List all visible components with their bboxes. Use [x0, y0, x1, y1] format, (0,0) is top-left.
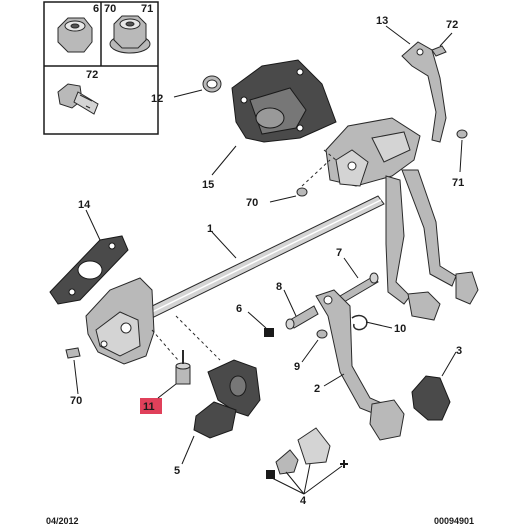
pivot-bolt-8 — [285, 305, 319, 330]
inset-label-70: 70 — [104, 3, 116, 15]
pedal-arms-upper — [385, 169, 479, 321]
callout-14: 14 — [78, 199, 91, 211]
callout-8: 8 — [276, 281, 282, 293]
callout-5: 5 — [174, 465, 180, 477]
callout-10: 10 — [394, 323, 406, 335]
callout-1: 1 — [207, 223, 213, 235]
nut-70-upper — [296, 187, 308, 197]
callout-70-upper: 70 — [246, 197, 258, 209]
washer-9 — [316, 329, 328, 339]
callout-13: 13 — [376, 15, 388, 27]
callout-11-highlight — [140, 398, 162, 414]
footer-reference: 00094901 — [434, 516, 474, 526]
bracket-13 — [401, 41, 447, 143]
inset-label-71: 71 — [141, 3, 153, 15]
callout-72: 72 — [446, 19, 458, 31]
seal-12 — [202, 75, 222, 93]
inset-label-72: 72 — [86, 69, 98, 81]
gasket-14 — [49, 235, 129, 305]
callout-9: 9 — [294, 361, 300, 373]
pad-kit-4 — [266, 427, 348, 479]
callout-71: 71 — [452, 177, 464, 189]
nut-6 — [57, 17, 93, 53]
callout-4: 4 — [300, 495, 307, 507]
clip-70 — [65, 347, 81, 359]
flange-nut-70-71 — [109, 15, 151, 54]
bolt-72 — [57, 83, 99, 115]
nut-71 — [456, 129, 468, 139]
pin-6 — [264, 328, 274, 337]
callout-7: 7 — [336, 247, 342, 259]
callout-2: 2 — [314, 383, 320, 395]
bulkhead-plate-15 — [231, 59, 337, 143]
pedal-2 — [315, 289, 405, 441]
bracket-5 — [193, 359, 261, 439]
pedal-bracket-upper — [325, 117, 421, 187]
callout-15: 15 — [202, 179, 214, 191]
callout-6: 6 — [236, 303, 242, 315]
callout-11: 11 — [143, 401, 155, 413]
fastener-inset: 6 70 71 72 — [43, 1, 159, 135]
callout-12: 12 — [151, 93, 163, 105]
callout-3: 3 — [456, 345, 462, 357]
inset-label-6: 6 — [93, 3, 99, 15]
footer-date: 04/2012 — [46, 516, 79, 526]
bolt-72-upper — [431, 45, 447, 57]
callout-70-lower: 70 — [70, 395, 82, 407]
pedal-bracket-lower — [85, 277, 155, 365]
bolt-7 — [339, 272, 379, 303]
clip-10 — [351, 314, 368, 331]
switch-11 — [175, 350, 191, 385]
pedal-pad-3 — [411, 375, 451, 421]
